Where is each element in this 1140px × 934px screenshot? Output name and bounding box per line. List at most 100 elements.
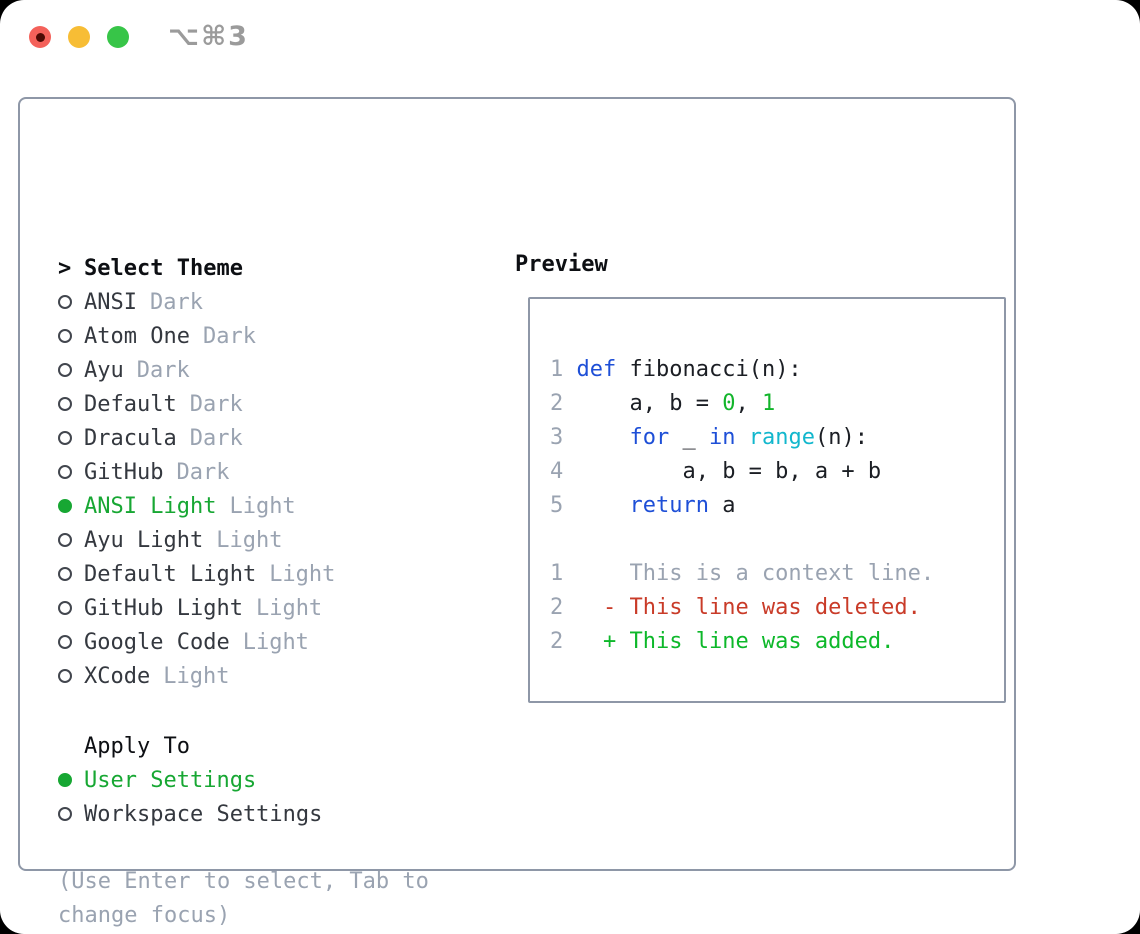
code-token: fibonacci(n):: [616, 356, 802, 382]
theme-variant: Dark: [202, 323, 256, 349]
radio-icon: [58, 601, 72, 615]
diff-text: This is a context line.: [576, 560, 935, 586]
line-number: 3: [550, 424, 577, 450]
code-token: a, b =: [576, 390, 723, 416]
code-token: in: [708, 424, 736, 450]
apply-option-workspace-settings[interactable]: Workspace Settings: [58, 797, 508, 831]
code-token: a, b = b, a + b: [576, 458, 882, 484]
theme-option-xcode[interactable]: XCode Light: [58, 659, 508, 693]
diff-line-context: 1 This is a context line.: [550, 556, 1004, 590]
code-token: a: [708, 492, 736, 518]
code-line: 2 a, b = 0, 1: [550, 386, 1004, 420]
radio-icon: [58, 295, 72, 309]
theme-variant: Dark: [189, 425, 243, 451]
apply-option-label: Workspace Settings: [84, 801, 323, 827]
theme-name: GitHub Light: [84, 595, 243, 621]
radio-icon: [58, 533, 72, 547]
theme-name: Ayu: [84, 357, 124, 383]
code-token: [577, 493, 630, 518]
diff-text: + This line was added.: [576, 628, 895, 654]
theme-name: Default Light: [84, 561, 257, 587]
apply-option-user-settings[interactable]: User Settings: [58, 763, 508, 797]
theme-name: Google Code: [84, 629, 230, 655]
code-line: 1 def fibonacci(n):: [550, 352, 1004, 386]
theme-option-ayu-light[interactable]: Ayu Light Light: [58, 523, 508, 557]
line-number: 2: [550, 390, 577, 416]
theme-name: ANSI: [84, 289, 137, 315]
line-number: 2: [550, 594, 577, 620]
theme-option-default-light[interactable]: Default Light Light: [58, 557, 508, 591]
code-token: ,: [735, 390, 762, 416]
code-token: range: [748, 424, 815, 450]
theme-option-github[interactable]: GitHub Dark: [58, 455, 508, 489]
preview-header: Preview: [515, 252, 608, 277]
code-line: 4 a, b = b, a + b: [550, 454, 1004, 488]
select-theme-label: Select Theme: [84, 255, 243, 281]
help-text: (Use Enter to select, Tab to change focus…: [58, 865, 508, 933]
diff-line-added: 2 + This line was added.: [550, 624, 1004, 658]
theme-variant: Dark: [189, 391, 243, 417]
apply-option-label: User Settings: [84, 767, 257, 793]
theme-name: Atom One: [84, 323, 190, 349]
radio-icon: [58, 431, 72, 445]
code-line: 5 return a: [550, 488, 1004, 522]
theme-name: Default: [84, 391, 177, 417]
code-token: return: [629, 492, 709, 518]
code-token: [577, 425, 630, 450]
help-line: (Use Enter to select, Tab to: [58, 869, 429, 894]
radio-icon: [58, 669, 72, 683]
traffic-lights: [29, 26, 129, 48]
theme-option-default[interactable]: Default Dark: [58, 387, 508, 421]
theme-option-github-light[interactable]: GitHub Light Light: [58, 591, 508, 625]
theme-option-atom-one[interactable]: Atom One Dark: [58, 319, 508, 353]
focus-caret-icon: >: [58, 255, 72, 281]
theme-variant: Dark: [149, 289, 203, 315]
theme-variant: Light: [242, 629, 309, 655]
line-number: 2: [550, 628, 577, 654]
theme-variant: Light: [269, 561, 336, 587]
help-line: change focus): [58, 903, 231, 928]
theme-name: Ayu Light: [84, 527, 204, 553]
minimize-button[interactable]: [68, 26, 90, 48]
code-token: for: [629, 424, 670, 450]
diff-preview: 1 This is a context line.2 - This line w…: [550, 556, 1004, 658]
line-number: 1: [550, 560, 577, 586]
theme-variant: Light: [255, 595, 323, 621]
zoom-button[interactable]: [107, 26, 129, 48]
theme-option-google-code[interactable]: Google Code Light: [58, 625, 508, 659]
radio-icon: [58, 465, 72, 479]
theme-variant: Light: [163, 663, 230, 689]
select-theme-header: > Select Theme: [58, 251, 508, 285]
code-token: (n):: [814, 424, 868, 450]
theme-variant: Dark: [136, 357, 190, 383]
diff-line-deleted: 2 - This line was deleted.: [550, 590, 1004, 624]
theme-variant: Light: [229, 493, 296, 519]
theme-option-ayu[interactable]: Ayu Dark: [58, 353, 508, 387]
diff-text: - This line was deleted.: [576, 594, 921, 620]
code-token: 1: [761, 390, 776, 416]
line-number: 5: [550, 492, 577, 518]
theme-variant: Dark: [176, 459, 230, 485]
close-button[interactable]: [29, 26, 51, 48]
radio-icon: [58, 567, 72, 581]
theme-option-ansi[interactable]: ANSI Dark: [58, 285, 508, 319]
line-number: 1: [550, 356, 577, 382]
window-title: ⌥⌘3: [168, 21, 249, 52]
apply-to-label: Apply To: [84, 733, 190, 759]
theme-name: XCode: [84, 663, 151, 689]
theme-variant: Light: [216, 527, 283, 553]
radio-selected-icon: [58, 773, 72, 787]
code-line: 3 for _ in range(n):: [550, 420, 1004, 454]
theme-option-ansi-light[interactable]: ANSI Light Light: [58, 489, 508, 523]
code-token: [735, 425, 748, 450]
theme-name: ANSI Light: [84, 493, 217, 519]
theme-name: GitHub: [84, 459, 164, 485]
code-token: def: [576, 356, 617, 382]
